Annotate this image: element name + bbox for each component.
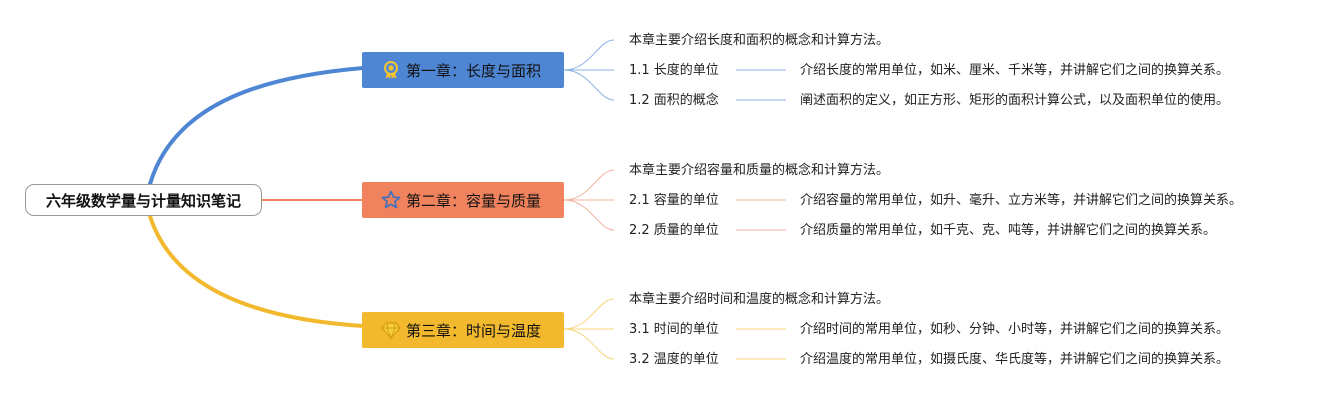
star-icon [380, 189, 402, 211]
section-label-1-2: 1.2 面积的概念 [629, 93, 719, 108]
chapter-node-3[interactable]: 第三章：时间与温度 [362, 312, 564, 348]
fan-line-1-intro [563, 39, 615, 71]
root-node[interactable]: 六年级数学量与计量知识笔记 [25, 184, 262, 216]
chapter-title-3: 第三章：时间与温度 [406, 321, 542, 340]
fan-line-3-s2 [563, 328, 615, 360]
award-medal-icon [380, 59, 402, 81]
section-detail-3-2: 介绍温度的常用单位，如摄氏度、华氏度等，并讲解它们之间的换算关系。 [800, 352, 1230, 367]
section-detail-1-1: 介绍长度的常用单位，如米、厘米、千米等，并讲解它们之间的换算关系。 [800, 63, 1230, 78]
chapter-title-1: 第一章：长度与面积 [406, 61, 542, 80]
section-detail-1-2: 阐述面积的定义，如正方形、矩形的面积计算公式，以及面积单位的使用。 [800, 93, 1230, 108]
section-label-1-1: 1.1 长度的单位 [629, 63, 719, 78]
fan-line-3-intro [563, 298, 615, 330]
root-title: 六年级数学量与计量知识笔记 [45, 191, 241, 210]
fan-line-2-intro [563, 169, 615, 201]
chapter-node-2[interactable]: 第二章：容量与质量 [362, 182, 564, 218]
section-detail-2-1: 介绍容量的常用单位，如升、毫升、立方米等，并讲解它们之间的换算关系。 [800, 193, 1243, 208]
section-detail-3-1: 介绍时间的常用单位，如秒、分钟、小时等，并讲解它们之间的换算关系。 [800, 322, 1230, 337]
branch-line-chapter-1 [148, 66, 365, 186]
chapter-intro-3: 本章主要介绍时间和温度的概念和计算方法。 [629, 292, 890, 307]
branch-line-chapter-3 [148, 214, 365, 328]
section-label-2-1: 2.1 容量的单位 [629, 193, 719, 208]
diamond-icon [380, 319, 402, 341]
chapter-intro-2: 本章主要介绍容量和质量的概念和计算方法。 [629, 163, 890, 178]
section-label-2-2: 2.2 质量的单位 [629, 223, 719, 238]
fan-line-2-s2 [563, 199, 615, 231]
chapter-title-2: 第二章：容量与质量 [406, 191, 542, 210]
chapter-intro-1: 本章主要介绍长度和面积的概念和计算方法。 [629, 33, 890, 48]
section-detail-2-2: 介绍质量的常用单位，如千克、克、吨等，并讲解它们之间的换算关系。 [800, 223, 1217, 238]
chapter-node-1[interactable]: 第一章：长度与面积 [362, 52, 564, 88]
fan-line-1-s2 [563, 69, 615, 101]
section-label-3-2: 3.2 温度的单位 [629, 352, 719, 367]
section-label-3-1: 3.1 时间的单位 [629, 322, 719, 337]
